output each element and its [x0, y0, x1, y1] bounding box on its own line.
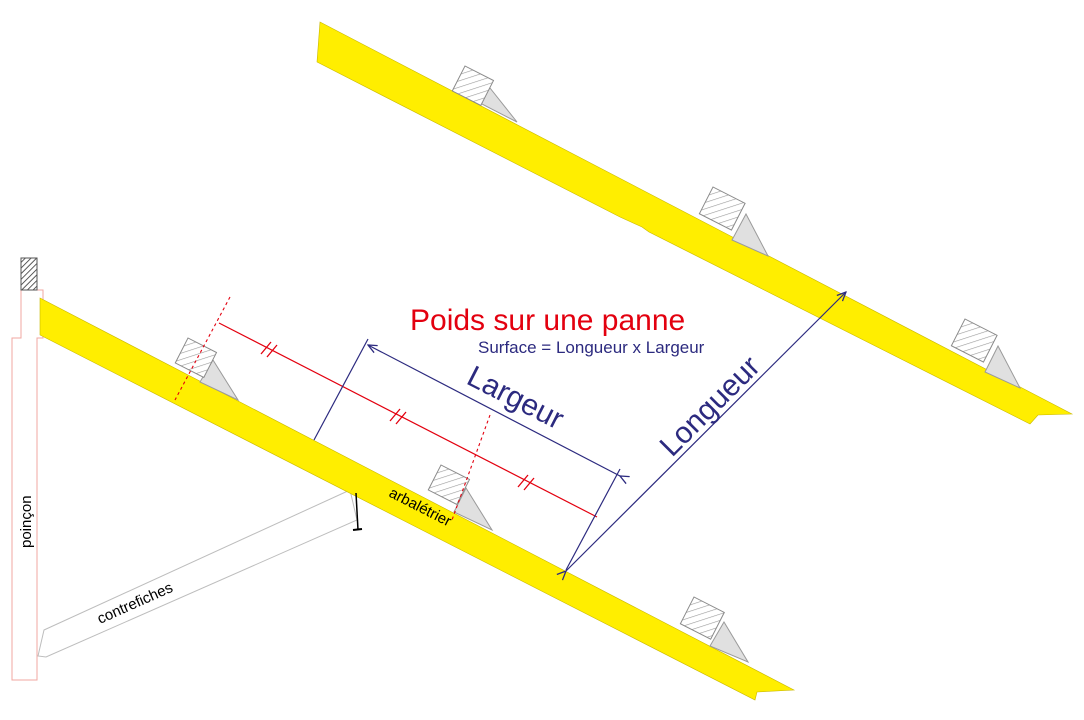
purlin-upper-2 [698, 186, 770, 258]
diagram-title: Poids sur une panne [410, 304, 685, 337]
arbaletrier-rafter [39, 297, 796, 701]
purlin-lower-3 [679, 596, 750, 664]
surface-formula: Surface = Longueur x Largeur [478, 338, 705, 357]
purlin-lower-1 [174, 337, 240, 402]
equal-spacing-tick-icon [389, 408, 407, 425]
largeur-label: Largeur [462, 360, 569, 436]
poincon-label: poinçon [18, 495, 35, 548]
longueur-label: Longueur [654, 350, 767, 463]
contrefiche-strut [37, 489, 358, 658]
purlin-upper-3 [950, 318, 1022, 390]
purlin-upper-1 [451, 65, 518, 123]
upper-rafter [316, 21, 1074, 425]
bolt-icon [352, 492, 363, 531]
poincon-post [11, 257, 44, 681]
longueur-dimension [566, 292, 846, 571]
equal-spacing-tick-icon [260, 341, 278, 358]
